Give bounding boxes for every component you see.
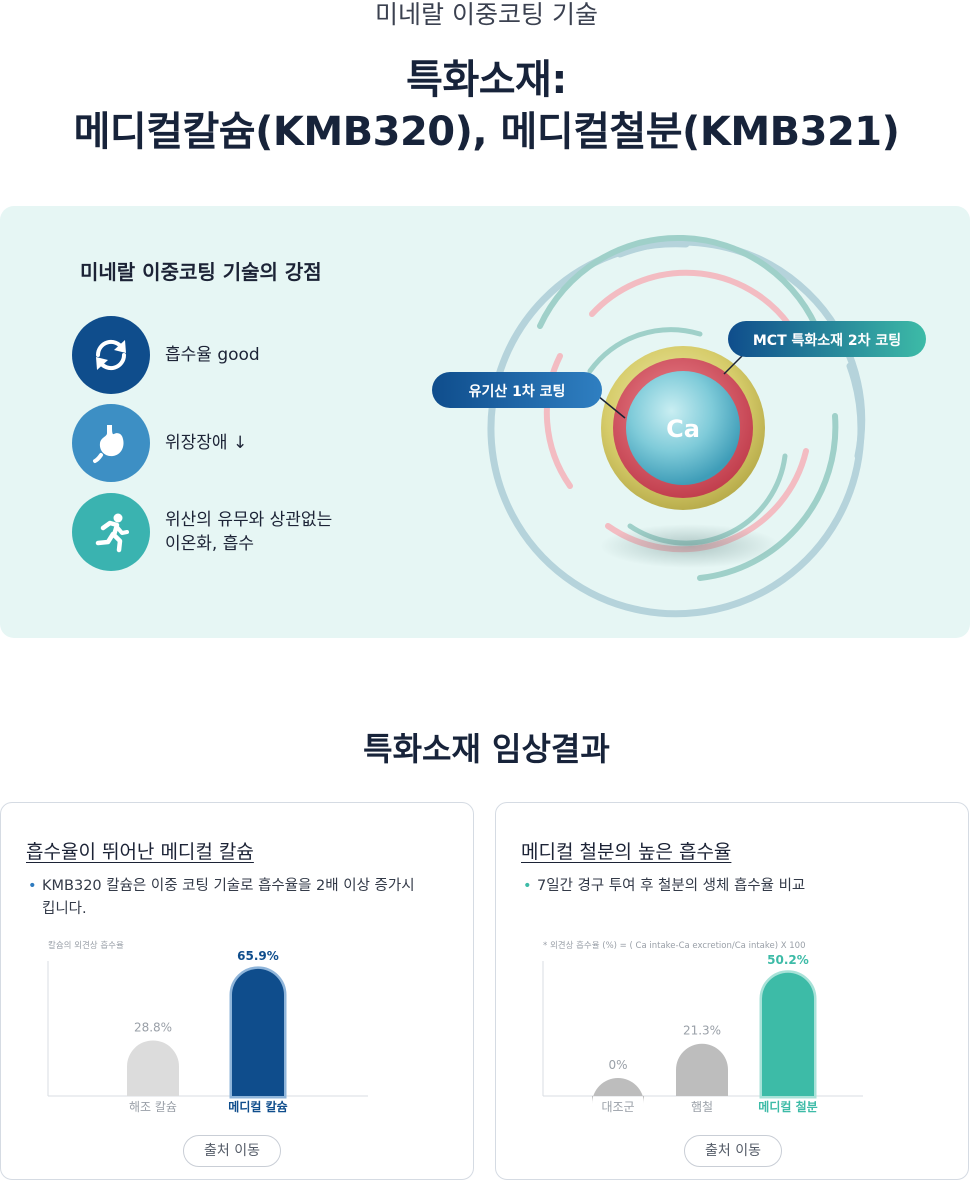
bullet-text: 7일간 경구 투여 후 철분의 생체 흡수율 비교 <box>537 878 806 894</box>
bar-value-label: 65.9% <box>237 949 279 963</box>
coating-diagram: Ca 유기산 1차 코팅 MCT 특화소재 2차 코팅 <box>432 234 926 618</box>
strength-panel: Ca 유기산 1차 코팅 MCT 특화소재 2차 코팅 미네랄 이중코팅 기술의… <box>0 206 970 638</box>
category-label: 대조군 <box>601 1100 634 1114</box>
feature-label: 흡수율 good <box>165 345 260 365</box>
iron-chart-note: * 외견상 흡수율 (%) = ( Ca intake-Ca excretion… <box>543 941 806 951</box>
bar-value-label: 50.2% <box>767 953 809 967</box>
calcium-core <box>626 371 740 485</box>
bar <box>762 972 814 1096</box>
coating2-label: MCT 특화소재 2차 코팅 <box>753 332 901 349</box>
feature-ionization: 위산의 유무와 상관없는 이온화, 흡수 <box>72 493 332 571</box>
feature-label: 위장장애 ↓ <box>165 433 248 453</box>
iron-card-title: 메디컬 철분의 높은 흡수율 <box>521 841 732 863</box>
stomach-icon <box>72 404 150 482</box>
running-icon <box>72 493 150 571</box>
iron-card: 메디컬 철분의 높은 흡수율 • 7일간 경구 투여 후 철분의 생체 흡수율 … <box>495 802 969 1180</box>
bar <box>676 1043 728 1096</box>
calcium-absorption-chart: 28.8% 해조 칼슘 65.9% 메디컬 칼슘 <box>47 949 368 1114</box>
clinical-section-title: 특화소재 임상결과 <box>363 730 610 768</box>
category-label: 햄철 <box>691 1100 713 1114</box>
calcium-card-title: 흡수율이 뛰어난 메디컬 칼슘 <box>26 841 254 863</box>
bullet-dot: • <box>28 878 37 894</box>
bar-value-label: 0% <box>608 1058 627 1072</box>
bullet-text: KMB320 칼슘은 이중 코팅 기술로 흡수율을 2배 이상 증가시킵니다. <box>42 878 415 917</box>
coating1-badge <box>432 372 602 408</box>
iron-source-button[interactable]: 출처 이동 <box>684 1135 782 1167</box>
bar-value-label: 28.8% <box>134 1020 172 1034</box>
category-label: 메디컬 철분 <box>758 1099 817 1114</box>
bar <box>592 1078 644 1104</box>
coating1-label: 유기산 1차 코팅 <box>469 383 566 400</box>
strength-title: 미네랄 이중코팅 기술의 강점 <box>80 260 322 284</box>
page-title-line2: 메디컬칼슘(KMB320), 메디컬철분(KMB321) <box>73 109 900 155</box>
category-label: 해조 칼슘 <box>129 1100 177 1114</box>
category-label: 메디컬 칼슘 <box>228 1099 287 1114</box>
feature-absorption: 흡수율 good <box>72 316 260 394</box>
section-subtitle: 미네랄 이중코팅 기술 <box>375 0 598 29</box>
calcium-card-bullet: • KMB320 칼슘은 이중 코팅 기술로 흡수율을 2배 이상 증가시킵니다… <box>26 875 426 921</box>
feature-stomach: 위장장애 ↓ <box>72 404 247 482</box>
bullet-dot: • <box>523 878 532 894</box>
bar <box>127 1040 179 1096</box>
refresh-icon <box>72 316 150 394</box>
iron-absorption-chart: 0% 대조군 21.3% 햄철 50.2% 메디컬 철분 <box>542 953 863 1114</box>
bar-value-label: 21.3% <box>683 1024 721 1038</box>
calcium-source-button[interactable]: 출처 이동 <box>183 1135 281 1167</box>
calcium-chart-note: 칼슘의 외견상 흡수율 <box>48 941 124 951</box>
feature-label: 위산의 유무와 상관없는 이온화, 흡수 <box>165 510 333 554</box>
core-label: Ca <box>666 415 700 443</box>
page-title-line1: 특화소재: <box>406 57 567 103</box>
page-title: 특화소재: 메디컬칼슘(KMB320), 메디컬철분(KMB321) <box>0 54 973 158</box>
coating2-badge <box>728 321 926 357</box>
bar <box>232 968 284 1096</box>
iron-card-bullet: • 7일간 경구 투여 후 철분의 생체 흡수율 비교 <box>521 875 921 898</box>
calcium-card: 흡수율이 뛰어난 메디컬 칼슘 • KMB320 칼슘은 이중 코팅 기술로 흡… <box>0 802 474 1180</box>
